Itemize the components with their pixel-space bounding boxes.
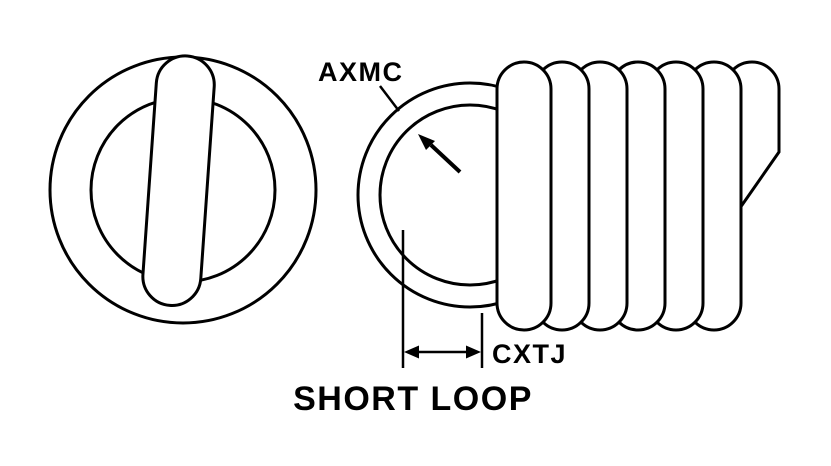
- diagram-caption: SHORT LOOP: [293, 380, 533, 418]
- wire-arrow-shaft: [429, 143, 462, 174]
- dimension-arrowhead-left-icon: [404, 345, 419, 359]
- cxtj-dimension: CXTJ: [401, 230, 567, 369]
- axmc-callout: AXMC: [318, 57, 462, 174]
- wire-arrow-head-icon: [418, 134, 435, 150]
- front-view: [48, 54, 318, 325]
- coil: [495, 60, 553, 332]
- dimension-arrowhead-right-icon: [466, 345, 481, 359]
- front-loop-wire: [141, 54, 216, 307]
- side-view: [356, 60, 781, 332]
- cxtj-label: CXTJ: [492, 339, 567, 369]
- axmc-leader-line: [379, 85, 400, 112]
- axmc-label: AXMC: [318, 57, 404, 87]
